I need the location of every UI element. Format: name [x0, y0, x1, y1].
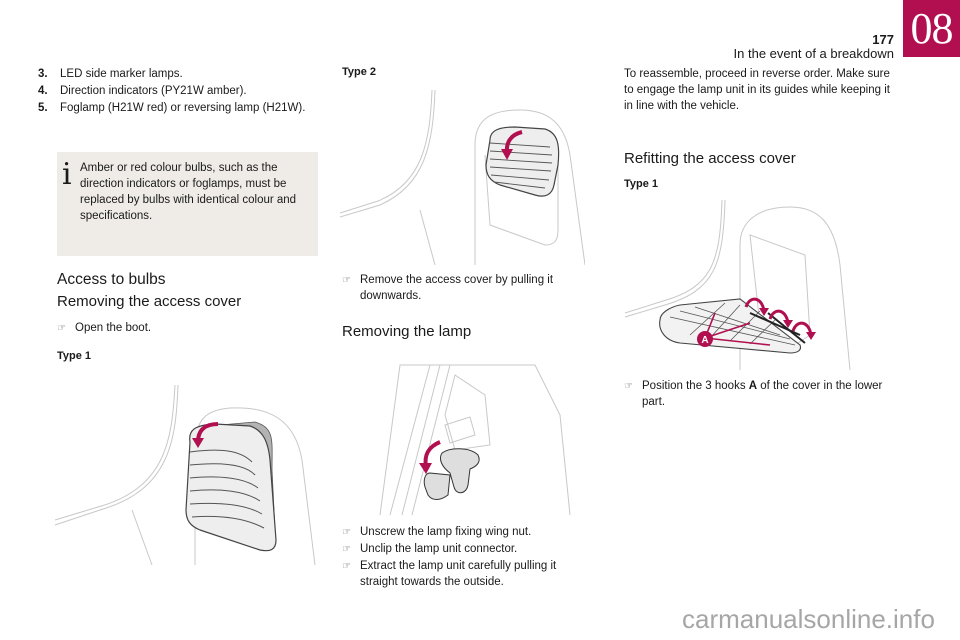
step-text: Position the 3 hooks A of the cover in t…	[642, 378, 886, 410]
step-item: ☞ Unclip the lamp unit connector.	[342, 541, 582, 558]
item-text: Foglamp (H21W red) or reversing lamp (H2…	[60, 102, 306, 114]
item-text: LED side marker lamps.	[60, 68, 183, 80]
list-item: 5. Foglamp (H21W red) or reversing lamp (…	[38, 100, 318, 116]
refit-cover-hooks-illustration: A	[624, 199, 851, 371]
pointing-hand-icon: ☞	[57, 323, 66, 334]
chapter-badge: 08	[903, 0, 960, 57]
page-number: 177	[872, 32, 894, 47]
type-label: Type 1	[57, 350, 92, 362]
list-item: 4. Direction indicators (PY21W amber).	[38, 83, 318, 99]
step-text-suffix: of the cover in the lower part.	[642, 380, 883, 408]
watermark: carmanualsonline.info	[682, 604, 935, 634]
step-text-prefix: Position the 3 hooks	[642, 380, 749, 392]
info-box: i Amber or red colour bulbs, such as the…	[57, 152, 318, 256]
step-text: Unscrew the lamp fixing wing nut.	[360, 526, 532, 538]
type-label: Type 2	[342, 66, 377, 78]
heading-refitting-cover: Refitting the access cover	[624, 150, 796, 167]
lamp-step-list: ☞ Unscrew the lamp fixing wing nut. ☞ Uncl…	[342, 524, 582, 590]
list-item: 3. LED side marker lamps.	[38, 66, 318, 82]
reassemble-text: To reassemble, proceed in reverse order.…	[624, 68, 890, 112]
step-text: Remove the access cover by pulling it do…	[360, 274, 554, 302]
item-number: 4.	[38, 85, 48, 97]
step-item: ☞ Extract the lamp unit carefully pulling…	[342, 558, 582, 590]
pointing-hand-icon: ☞	[624, 381, 633, 392]
step-item: ☞ Position the 3 hooks A of the cover in…	[624, 378, 886, 410]
section-title: In the event of a breakdown	[733, 46, 894, 61]
item-number: 5.	[38, 102, 48, 114]
step-text: Extract the lamp unit carefully pulling …	[360, 560, 557, 588]
pointing-hand-icon: ☞	[342, 275, 351, 286]
hook-label: A	[748, 380, 758, 392]
bulb-list: 3. LED side marker lamps. 4. Direction ind…	[38, 66, 318, 117]
heading-removing-lamp: Removing the lamp	[342, 323, 472, 340]
step-text: Open the boot.	[75, 322, 152, 334]
step-text: Unclip the lamp unit connector.	[360, 543, 518, 555]
item-text: Direction indicators (PY21W amber).	[60, 85, 247, 97]
heading-access-to-bulbs: Access to bulbs	[57, 271, 166, 288]
step-item: ☞ Open the boot.	[57, 320, 317, 337]
info-text: Amber or red colour bulbs, such as the d…	[80, 162, 297, 222]
subheading-removing-cover: Removing the access cover	[57, 293, 242, 310]
info-icon: i	[62, 157, 72, 192]
pointing-hand-icon: ☞	[342, 544, 351, 555]
lamp-wing-nut-illustration	[379, 364, 571, 516]
refit-step-list: ☞ Position the 3 hooks A of the cover in…	[624, 378, 886, 410]
callout-label: A	[701, 335, 708, 346]
pointing-hand-icon: ☞	[342, 561, 351, 572]
type-label: Type 1	[624, 178, 659, 190]
step-list: ☞ Remove the access cover by pulling it d…	[342, 272, 582, 304]
step-item: ☞ Unscrew the lamp fixing wing nut.	[342, 524, 582, 541]
step-item: ☞ Remove the access cover by pulling it d…	[342, 272, 582, 304]
access-cover-type1-illustration	[54, 384, 316, 565]
callout-marker	[697, 331, 713, 347]
item-number: 3.	[38, 68, 48, 80]
step-list: ☞ Open the boot.	[57, 320, 317, 337]
pointing-hand-icon: ☞	[342, 527, 351, 538]
access-cover-type2-illustration	[340, 89, 585, 265]
